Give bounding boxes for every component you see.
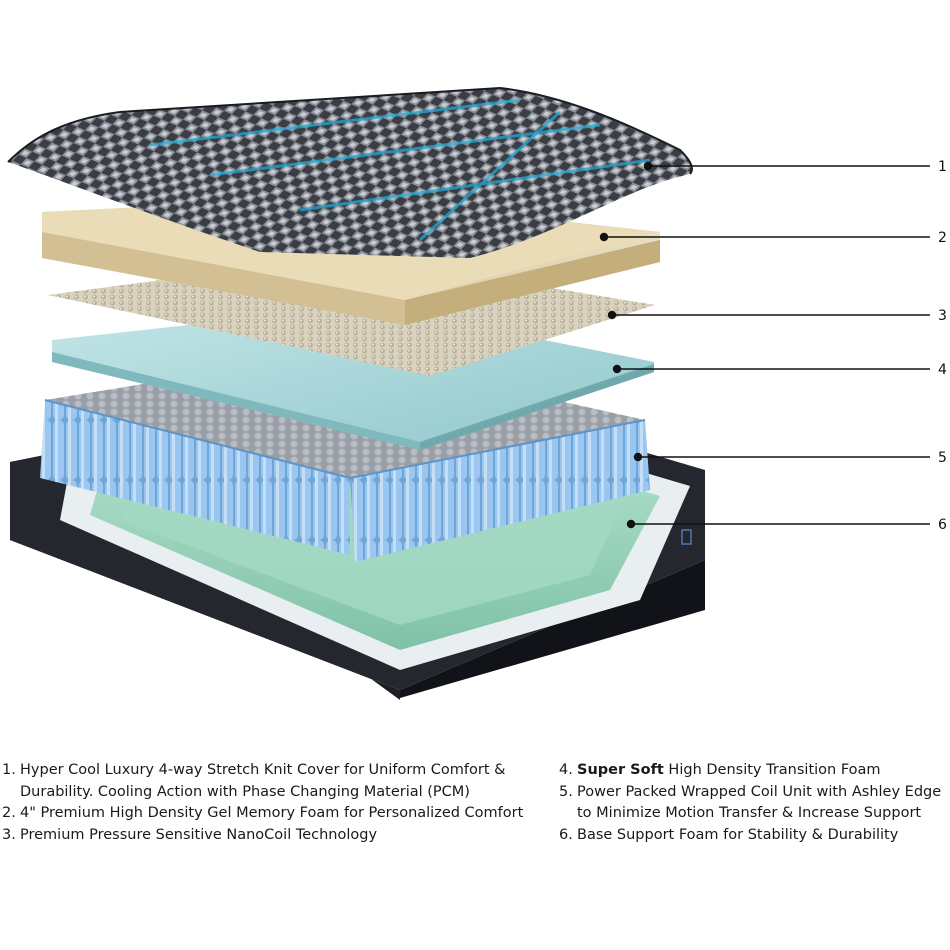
legend-number: 6. [559,826,573,843]
leader-dot-1 [643,161,653,171]
legend-text: Premium Pressure Sensitive NanoCoil Tech… [20,826,378,843]
leader-dot-3 [607,310,617,320]
callout-number-5: 5 [938,450,947,466]
logo-icon [681,529,692,545]
legend-text: Hyper Cool Luxury 4-way Stretch Knit Cov… [20,762,506,800]
callout-number-2: 2 [938,230,947,246]
legend-left-column: 1. Hyper Cool Luxury 4-way Stretch Knit … [2,760,532,846]
callout-number-1: 1 [938,159,947,175]
leader-dot-2 [599,232,609,242]
legend-item-1: 1. Hyper Cool Luxury 4-way Stretch Knit … [2,760,532,803]
legend-bold-text: Super Soft [577,762,664,778]
mattress-layers-illustration [7,86,930,700]
legend-text: High Density Transition Foam [663,762,881,778]
legend-right-column: 4. Super Soft High Density Transition Fo… [559,760,944,846]
cover-layer [7,86,693,258]
callout-number-6: 6 [938,517,947,533]
legend-item-3: 3. Premium Pressure Sensitive NanoCoil T… [2,825,532,847]
legend-number: 4. [559,762,573,778]
leader-dot-4 [612,364,622,374]
legend-item-6: 6. Base Support Foam for Stability & Dur… [559,825,944,847]
legend-text: 4" Premium High Density Gel Memory Foam … [20,805,524,821]
leader-dot-5 [633,452,643,462]
legend-text: Base Support Foam for Stability & Durabi… [577,826,899,843]
leader-dot-6 [626,519,636,529]
legend-item-4: 4. Super Soft High Density Transition Fo… [559,760,944,782]
legend-item-2: 2. 4" Premium High Density Gel Memory Fo… [2,803,532,825]
callout-number-3: 3 [938,308,947,324]
legend-text: Power Packed Wrapped Coil Unit with Ashl… [577,783,942,822]
legend-number: 5. [559,783,573,800]
legend-number: 3. [2,826,16,843]
legend-number: 1. [2,762,16,778]
leader-lines [599,161,930,529]
callout-number-4: 4 [938,362,947,378]
legend-item-5: 5. Power Packed Wrapped Coil Unit with A… [559,782,944,825]
legend-number: 2. [2,805,16,821]
